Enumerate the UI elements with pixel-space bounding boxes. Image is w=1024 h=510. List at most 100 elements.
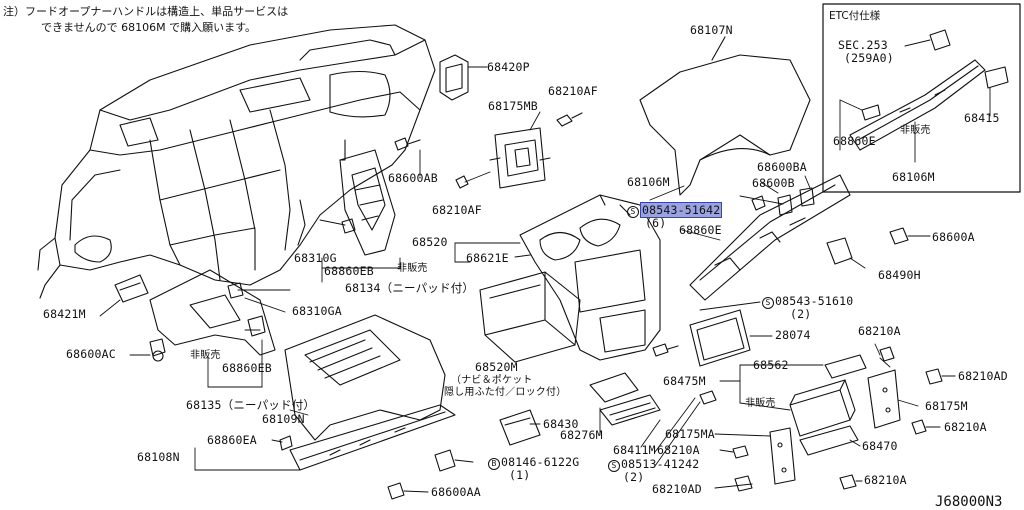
part-68470 — [799, 425, 859, 456]
label-68421M[interactable]: 68421M — [43, 307, 86, 321]
part-68135-knee-pad — [149, 269, 276, 356]
leader-lines — [99, 39, 991, 471]
label-68600AC[interactable]: 68600AC — [66, 347, 116, 361]
label-68134[interactable]: 68134（ニーパッド付） — [345, 281, 475, 295]
label-68860E[interactable]: 68860E — [679, 223, 722, 237]
etc-label-68106M[interactable]: 68106M — [892, 170, 935, 184]
label-68108N[interactable]: 68108N — [137, 450, 180, 464]
label-68520M-sub1: （ナビ＆ポケット — [451, 375, 533, 386]
part-68276M — [589, 372, 639, 403]
part-68520-center-cluster — [519, 194, 661, 361]
label-68860EB-bot[interactable]: 68860EB — [222, 361, 272, 375]
label-68135[interactable]: 68135（ニーパッド付） — [186, 398, 316, 412]
label-68175M[interactable]: 68175M — [925, 399, 968, 413]
label-qty-6: (6) — [645, 216, 667, 230]
part-number[interactable]: 08543-51610 — [775, 294, 854, 308]
label-qty-2b: (2) — [623, 470, 645, 484]
label-68430[interactable]: 68430 — [543, 417, 579, 431]
label-qty-1: (1) — [509, 468, 531, 482]
etc-inset-frame — [822, 3, 1021, 193]
etc-label-sec[interactable]: SEC.253 — [838, 38, 888, 52]
part-68420P — [439, 54, 486, 101]
label-68600AA[interactable]: 68600AA — [431, 485, 481, 499]
label-68475M[interactable]: 68475M — [663, 374, 706, 388]
label-68520[interactable]: 68520 — [412, 235, 448, 249]
fasteners — [149, 112, 956, 500]
part-68310G-panel — [339, 139, 396, 256]
label-68175MA[interactable]: 68175MA — [665, 427, 715, 441]
label-68210AD-r[interactable]: 68210AD — [958, 369, 1008, 383]
label-68520M-sub2: 隠し用ふた付／ロック付） — [444, 387, 567, 398]
etc-label-sec-sub: (259A0) — [844, 51, 894, 65]
service-note-line-2: できませんので 68106M で購入願います。 — [41, 21, 257, 34]
label-68562[interactable]: 68562 — [753, 358, 789, 372]
label-qty-2a: (2) — [790, 307, 812, 321]
label-68860EA[interactable]: 68860EA — [207, 433, 257, 447]
label-68210A-b2[interactable]: 68210A — [864, 473, 907, 487]
label-68175MB[interactable]: 68175MB — [488, 99, 538, 113]
label-68600BA[interactable]: 68600BA — [757, 160, 807, 174]
label-68600A[interactable]: 68600A — [932, 230, 975, 244]
label-68310GA[interactable]: 68310GA — [292, 304, 342, 318]
etc-label-hihanbai: 非販売 — [900, 125, 931, 136]
label-hihanbai-3: 非販売 — [745, 398, 776, 409]
label-68600AB[interactable]: 68600AB — [388, 171, 438, 185]
circle-s-marker: S — [762, 297, 774, 309]
part-68175MB-bracket — [489, 127, 551, 189]
part-68411M — [599, 394, 661, 426]
label-68210A-b1[interactable]: 68210A — [657, 443, 700, 457]
label-68621E[interactable]: 68621E — [466, 251, 509, 265]
label-hihanbai-2: 非販売 — [190, 350, 221, 361]
label-68490H[interactable]: 68490H — [878, 268, 921, 282]
label-68210AF-mid[interactable]: 68210AF — [432, 203, 482, 217]
label-68860EB-top[interactable]: 68860EB — [324, 264, 374, 278]
label-68276M[interactable]: 68276M — [560, 428, 603, 442]
part-28074-display — [689, 309, 751, 367]
label-68210AD-b[interactable]: 68210AD — [652, 482, 702, 496]
part-68421M — [114, 274, 149, 303]
label-68411M[interactable]: 68411M — [613, 443, 656, 457]
label-68109N[interactable]: 68109N — [262, 412, 305, 426]
part-68107N-cluster-lid — [639, 36, 811, 196]
circle-b-marker: B — [488, 458, 500, 470]
etc-inset-title: ETC付仕様 — [829, 10, 881, 22]
part-number[interactable]: 08146-6122G — [501, 455, 580, 469]
part-68108N-rail — [279, 404, 456, 471]
part-68175M-bracket — [867, 369, 901, 429]
etc-label-68860E[interactable]: 68860E — [833, 134, 876, 148]
label-68310G[interactable]: 68310G — [294, 251, 337, 265]
label-68210A-r1[interactable]: 68210A — [858, 324, 901, 338]
label-68470[interactable]: 68470 — [862, 439, 898, 453]
label-28074[interactable]: 28074 — [775, 328, 811, 342]
part-68175MA-bracket — [769, 427, 796, 485]
part-number[interactable]: 08513-41242 — [621, 457, 700, 471]
service-note-line-1: 注）フードオープナーハンドルは構造上、単品サービスは — [3, 5, 289, 18]
label-68600B[interactable]: 68600B — [752, 176, 795, 190]
label-68107N[interactable]: 68107N — [690, 23, 733, 37]
etc-bracket — [849, 29, 1009, 151]
label-68420P[interactable]: 68420P — [487, 60, 530, 74]
label-68106M[interactable]: 68106M — [627, 175, 670, 189]
label-68520M[interactable]: 68520M — [475, 360, 518, 374]
etc-label-68415[interactable]: 68415 — [964, 111, 1000, 125]
dashboard-main-panel — [37, 24, 436, 299]
part-68520M-pocket — [479, 271, 581, 363]
circle-s-marker: S — [627, 206, 639, 218]
part-68109N-lower-panel — [284, 314, 446, 441]
part-68475M-box — [789, 379, 856, 437]
part-68106M-trim — [689, 174, 853, 301]
highlighted-part-number[interactable]: 08543-51642 — [640, 202, 723, 218]
label-68210AF-top[interactable]: 68210AF — [548, 84, 598, 98]
label-68210A-r2[interactable]: 68210A — [944, 420, 987, 434]
circle-s-marker: S — [608, 460, 620, 472]
part-68430 — [499, 409, 541, 446]
part-68562 — [824, 354, 867, 379]
diagram-number: J68000N3 — [935, 494, 1003, 510]
label-hihanbai-1: 非販売 — [397, 263, 428, 274]
